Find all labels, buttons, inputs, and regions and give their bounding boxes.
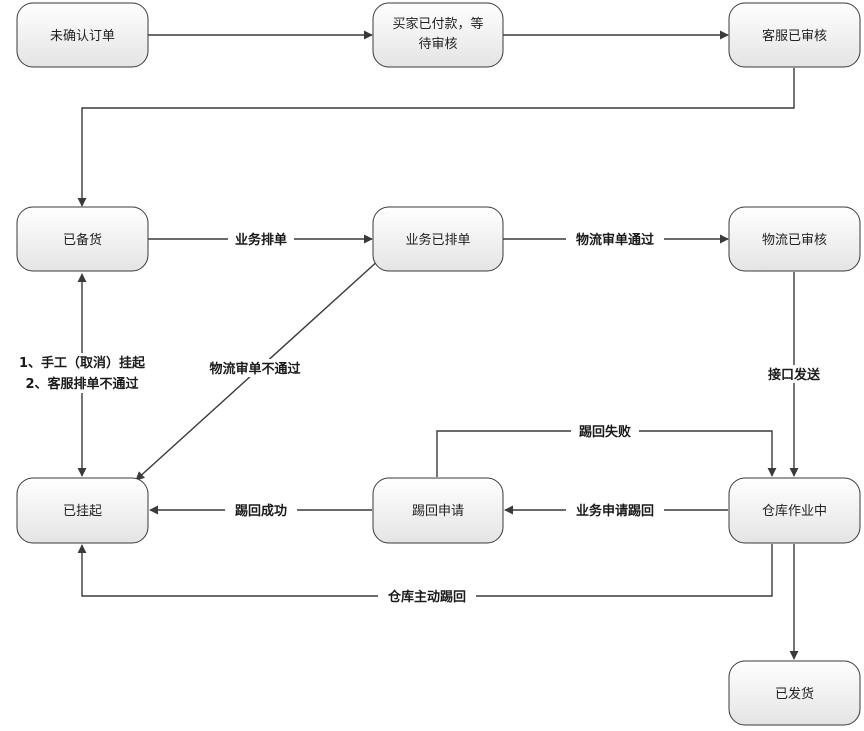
node-buyer-paid-label-line1: 买家已付款，等 bbox=[392, 16, 483, 32]
node-warehouse-working-label: 仓库作业中 bbox=[762, 503, 827, 519]
label-business-kickback: 业务申请踢回 bbox=[576, 503, 654, 519]
node-unconfirmed-order: 未确认订单 bbox=[16, 2, 149, 68]
node-cs-reviewed: 客服已审核 bbox=[728, 2, 861, 68]
label-kickback-fail: 踢回失败 bbox=[579, 424, 631, 440]
label-logistics-fail: 物流审单不通过 bbox=[209, 361, 300, 377]
node-shipped-label: 已发货 bbox=[775, 686, 814, 702]
label-suspend-reason-1: 1、手工（取消）挂起 bbox=[19, 355, 146, 371]
node-buyer-paid: 买家已付款，等 待审核 bbox=[372, 2, 504, 68]
node-stocked-label: 已备货 bbox=[63, 232, 102, 248]
node-buyer-paid-label-line2: 待审核 bbox=[418, 37, 457, 52]
node-stocked: 已备货 bbox=[16, 206, 149, 272]
node-business-scheduled: 业务已排单 bbox=[372, 206, 504, 272]
node-warehouse-working: 仓库作业中 bbox=[728, 477, 861, 544]
label-interface-send: 接口发送 bbox=[768, 367, 821, 383]
node-cs-reviewed-label: 客服已审核 bbox=[762, 28, 827, 44]
label-kickback-success: 踢回成功 bbox=[235, 503, 287, 519]
node-unconfirmed-order-label: 未确认订单 bbox=[50, 29, 115, 44]
edges bbox=[77, 30, 799, 660]
edge-cs-reviewed-to-stocked bbox=[77, 68, 795, 207]
edge-labels: 业务排单 物流审单通过 物流审单不通过 1、手工（取消）挂起 2、客服排单不通过… bbox=[6, 230, 828, 605]
label-suspend-reason-2: 2、客服排单不通过 bbox=[25, 376, 138, 392]
node-kickback-request: 踢回申请 bbox=[372, 477, 504, 544]
node-shipped: 已发货 bbox=[728, 660, 861, 726]
node-business-scheduled-label: 业务已排单 bbox=[405, 232, 470, 248]
label-business-schedule: 业务排单 bbox=[235, 232, 287, 248]
label-warehouse-kickback: 仓库主动踢回 bbox=[387, 589, 466, 605]
node-kickback-request-label: 踢回申请 bbox=[412, 504, 464, 519]
node-suspended-label: 已挂起 bbox=[63, 504, 102, 519]
node-logistics-reviewed-label: 物流已审核 bbox=[762, 233, 827, 248]
node-suspended: 已挂起 bbox=[16, 477, 149, 544]
node-logistics-reviewed: 物流已审核 bbox=[728, 206, 861, 272]
label-logistics-pass: 物流审单通过 bbox=[576, 232, 654, 248]
nodes: 未确认订单 买家已付款，等 待审核 客服已审核 已备货 业务已排单 物流已审核 … bbox=[16, 2, 861, 726]
